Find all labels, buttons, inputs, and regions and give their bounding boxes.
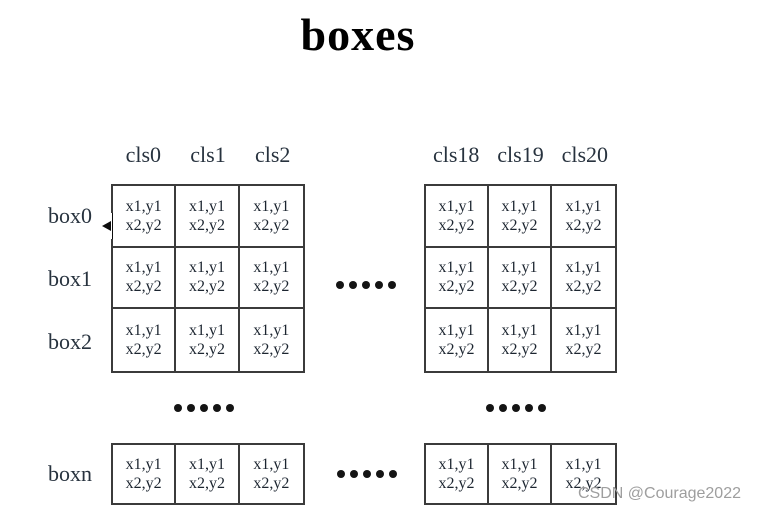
text-cursor-icon — [102, 213, 119, 239]
cell-line2: x2,y2 — [188, 341, 225, 359]
table-cell: x1,y1 x2,y2 — [552, 445, 615, 503]
cell-line2: x2,y2 — [565, 341, 602, 359]
cell-line1: x1,y1 — [125, 322, 162, 340]
cursor-arrow-icon — [102, 221, 111, 231]
cell-line1: x1,y1 — [438, 456, 475, 473]
ellipsis-icon — [174, 404, 234, 412]
table-cell: x1,y1 x2,y2 — [176, 445, 240, 503]
column-header-cls18: cls18 — [432, 142, 480, 167]
cell-line2: x2,y2 — [501, 278, 538, 296]
cell-line2: x2,y2 — [253, 341, 290, 359]
right-bottom-table: x1,y1 x2,y2 x1,y1 x2,y2 x1,y1 x2,y2 — [424, 443, 617, 505]
cell-line1: x1,y1 — [438, 197, 475, 215]
column-header-cls0: cls0 — [125, 142, 162, 167]
right-table-column-headers: cls18 cls19 cls20 — [424, 142, 617, 168]
cell-line2: x2,y2 — [565, 475, 602, 492]
cell-line2: x2,y2 — [501, 216, 538, 234]
cell-line2: x2,y2 — [253, 278, 290, 296]
cell-line1: x1,y1 — [438, 322, 475, 340]
watermark: CSDN @Courage2022 — [578, 485, 741, 502]
cell-line1: x1,y1 — [501, 197, 538, 215]
cell-line2: x2,y2 — [125, 341, 162, 359]
ellipsis-icon — [336, 281, 396, 289]
cell-line2: x2,y2 — [125, 475, 162, 492]
cell-line2: x2,y2 — [438, 278, 475, 296]
table-cell: x1,y1 x2,y2 — [426, 445, 489, 503]
page-title: boxes — [300, 9, 416, 60]
table-cell: x1,y1 x2,y2 — [489, 445, 552, 503]
cell-line1: x1,y1 — [253, 322, 290, 340]
cell-line1: x1,y1 — [125, 259, 162, 277]
cell-line2: x2,y2 — [565, 278, 602, 296]
cell-line1: x1,y1 — [438, 259, 475, 277]
column-header-cls20: cls20 — [561, 142, 609, 167]
cell-line1: x1,y1 — [501, 259, 538, 277]
cell-line2: x2,y2 — [565, 216, 602, 234]
cell-line1: x1,y1 — [565, 197, 602, 215]
cell-line1: x1,y1 — [125, 197, 162, 215]
column-header-cls1: cls1 — [190, 142, 226, 167]
cell-line2: x2,y2 — [501, 341, 538, 359]
cell-line2: x2,y2 — [253, 475, 290, 492]
cell-line1: x1,y1 — [253, 456, 290, 473]
row-label-boxn: boxn — [48, 461, 92, 486]
cell-line2: x2,y2 — [438, 341, 475, 359]
row-label-box2: box2 — [48, 329, 92, 354]
cell-line1: x1,y1 — [188, 197, 225, 215]
cell-line1: x1,y1 — [188, 259, 225, 277]
ellipsis-icon — [486, 404, 546, 412]
table-cell: x1,y1 x2,y2 — [113, 445, 177, 503]
cell-line2: x2,y2 — [501, 475, 538, 492]
cell-line1: x1,y1 — [253, 197, 290, 215]
table-cell: x1,y1 x2,y2 — [240, 445, 303, 503]
cell-line1: x1,y1 — [565, 322, 602, 340]
cell-line1: x1,y1 — [565, 259, 602, 277]
left-bottom-table: x1,y1 x2,y2 x1,y1 x2,y2 x1,y1 x2,y2 — [111, 443, 305, 505]
row-label-box0: box0 — [48, 203, 92, 228]
cell-line2: x2,y2 — [188, 278, 225, 296]
cell-line1: x1,y1 — [501, 456, 538, 473]
cell-line2: x2,y2 — [253, 216, 290, 234]
cell-line2: x2,y2 — [125, 216, 162, 234]
cursor-bar-icon — [111, 213, 114, 239]
cell-line1: x1,y1 — [188, 456, 225, 473]
cell-line1: x1,y1 — [501, 322, 538, 340]
cell-line2: x2,y2 — [188, 216, 225, 234]
cell-line2: x2,y2 — [438, 475, 475, 492]
left-table-column-headers: cls0 cls1 cls2 — [111, 142, 305, 168]
cell-line1: x1,y1 — [125, 456, 162, 473]
cell-line1: x1,y1 — [188, 322, 225, 340]
cell-line1: x1,y1 — [565, 456, 602, 473]
column-header-cls2: cls2 — [254, 142, 291, 167]
column-header-cls19: cls19 — [497, 142, 544, 167]
ellipsis-icon — [337, 470, 397, 478]
cell-line2: x2,y2 — [438, 216, 475, 234]
cell-line1: x1,y1 — [253, 259, 290, 277]
cell-line2: x2,y2 — [125, 278, 162, 296]
cell-line2: x2,y2 — [188, 475, 225, 492]
row-label-box1: box1 — [48, 266, 92, 291]
